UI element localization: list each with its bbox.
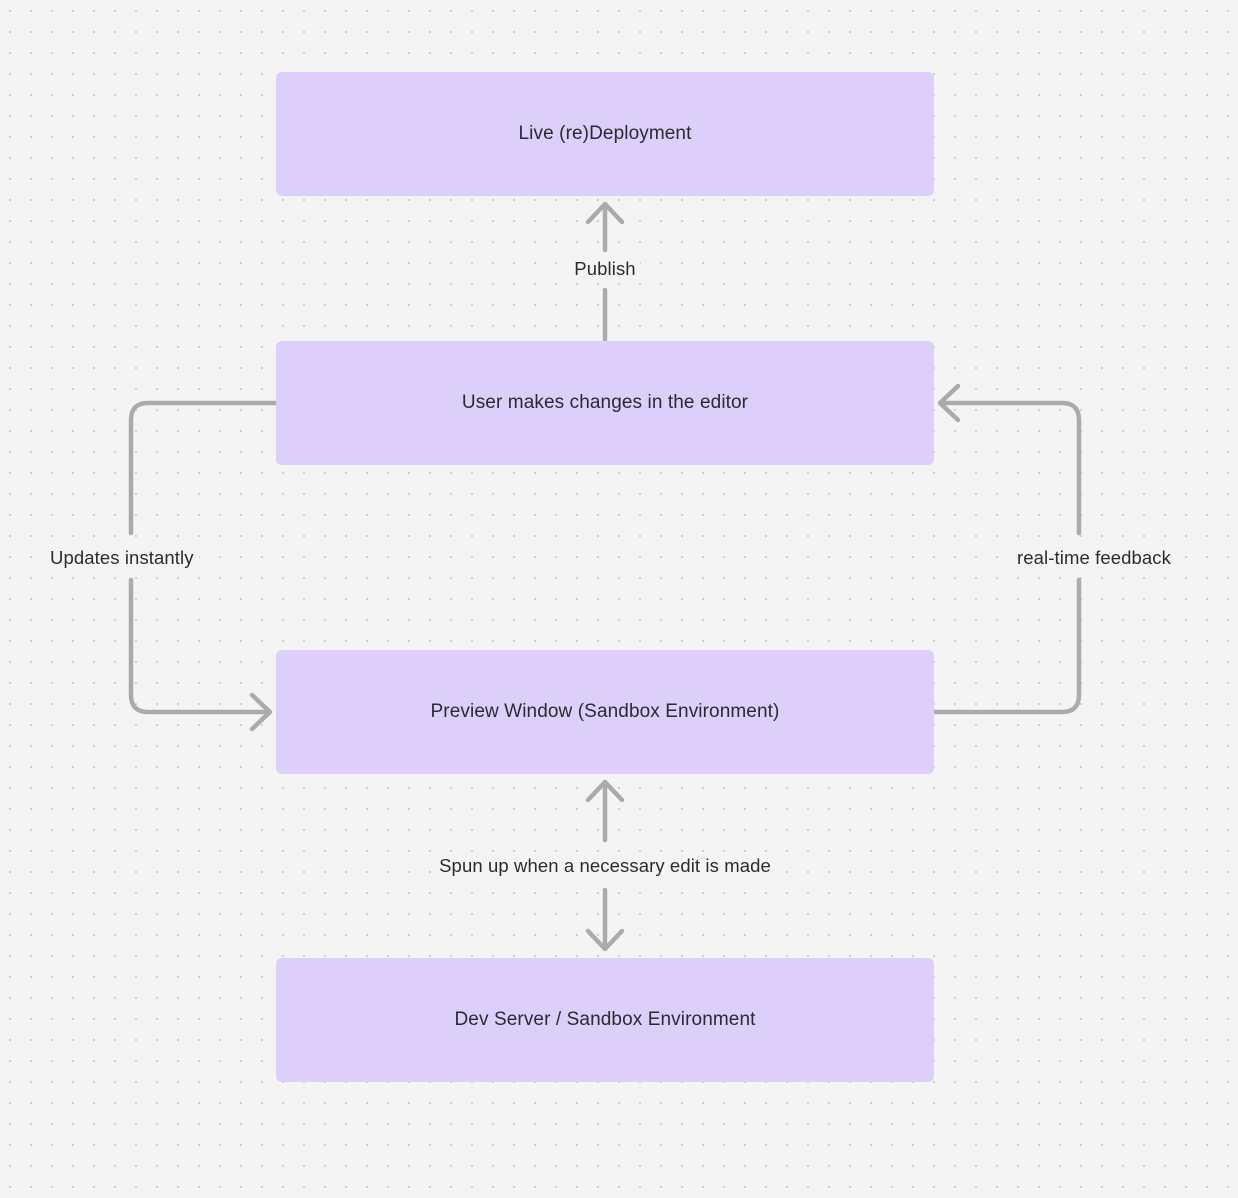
edge-label-spinup: Spun up when a necessary edit is made: [434, 853, 776, 879]
arrowhead-down-spinup: [585, 928, 625, 952]
node-label: Dev Server / Sandbox Environment: [454, 1009, 756, 1031]
node-label: User makes changes in the editor: [461, 392, 749, 414]
node-dev-server[interactable]: Dev Server / Sandbox Environment: [276, 958, 934, 1082]
arrowhead-up-publish: [585, 201, 625, 225]
edge-label-realtime-feedback: real-time feedback: [1012, 545, 1176, 571]
node-label: Live (re)Deployment: [518, 123, 692, 145]
node-live-deployment[interactable]: Live (re)Deployment: [276, 72, 934, 196]
node-user-edits[interactable]: User makes changes in the editor: [276, 341, 934, 465]
arrowhead-right-updates: [249, 692, 273, 732]
edge-label-publish: Publish: [569, 256, 641, 282]
arrowhead-left-feedback: [937, 383, 961, 423]
node-preview-window[interactable]: Preview Window (Sandbox Environment): [276, 650, 934, 774]
arrowhead-up-spinup: [585, 779, 625, 803]
node-label: Preview Window (Sandbox Environment): [430, 701, 780, 723]
edge-label-updates-instantly: Updates instantly: [45, 545, 199, 571]
